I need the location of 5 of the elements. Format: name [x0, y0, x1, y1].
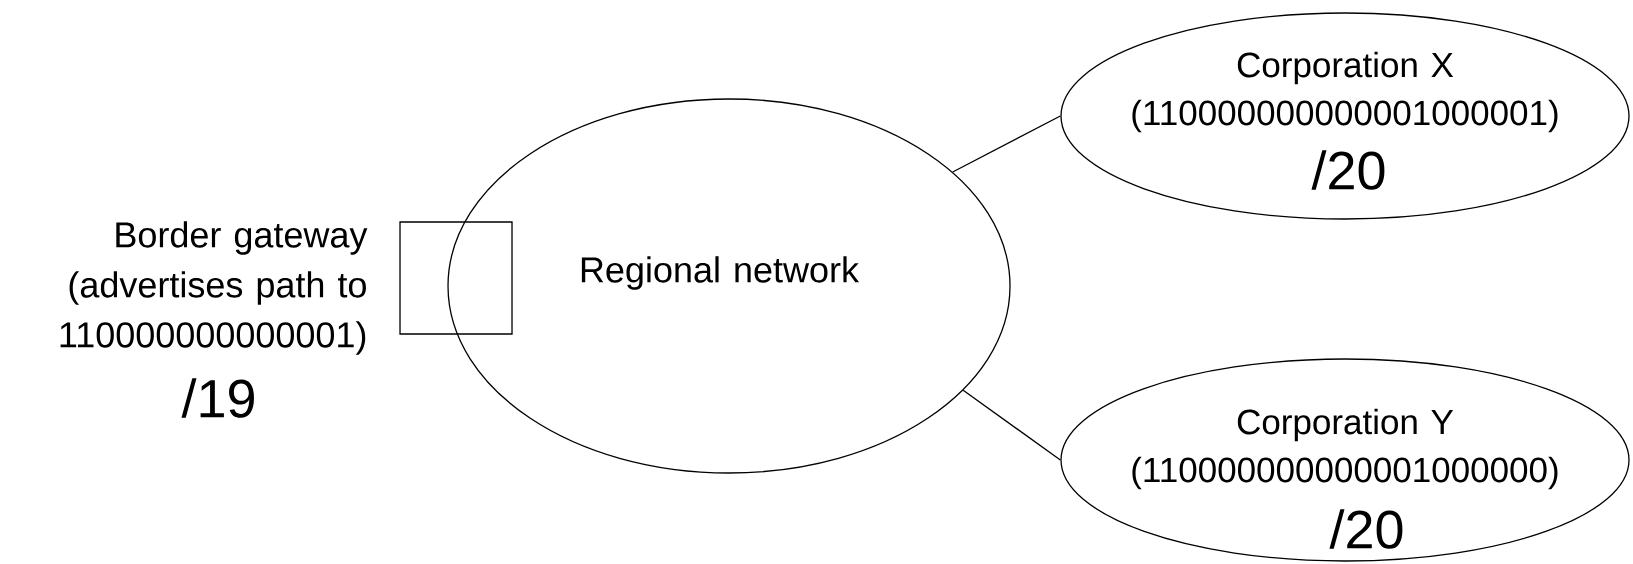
connector-line [962, 389, 1061, 461]
gateway-square [399, 221, 513, 335]
node-caption: /19 [181, 378, 254, 418]
node-caption: Border gateway (advertises path to 110000000000001) [60, 221, 368, 355]
connector-line [952, 115, 1061, 173]
